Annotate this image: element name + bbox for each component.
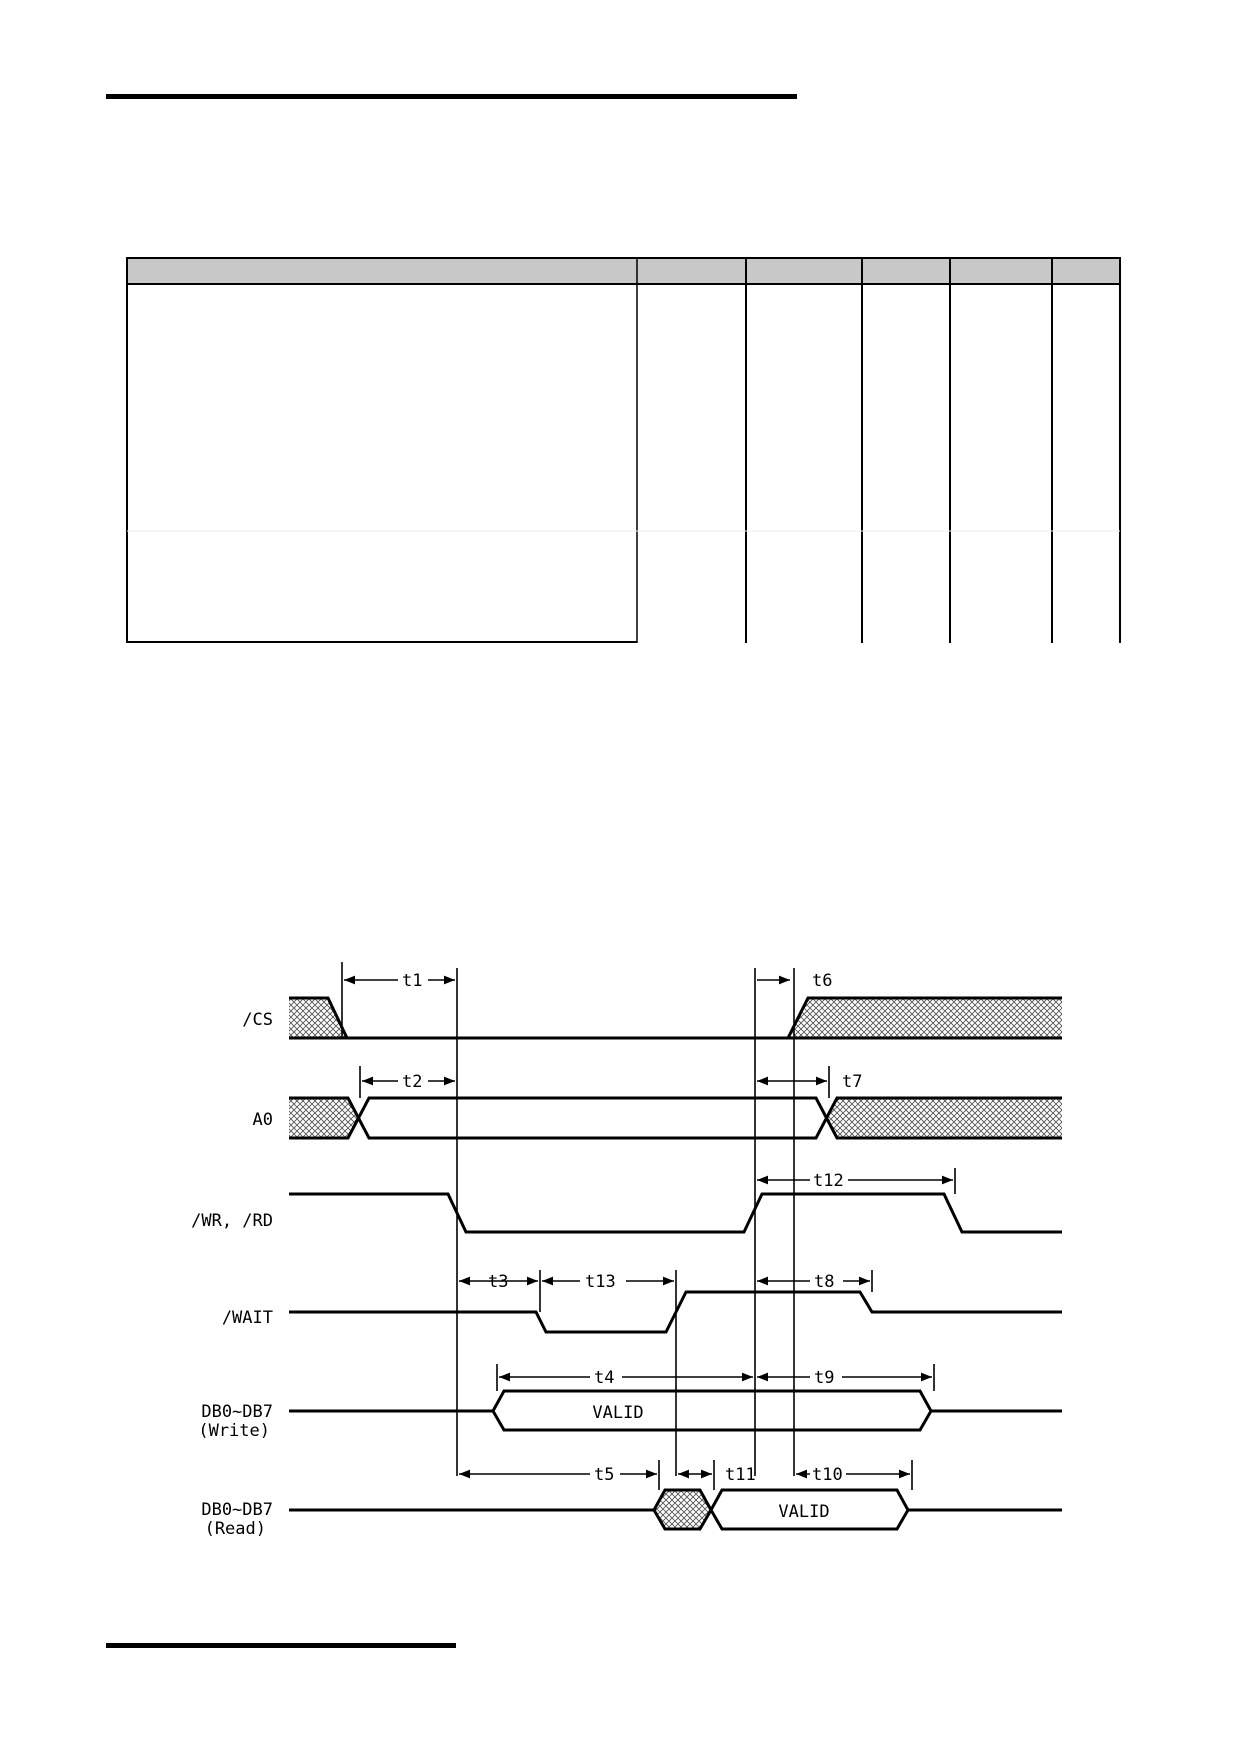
- spec-table-header: [126, 257, 1121, 285]
- timing-label-t4: t4: [594, 1368, 614, 1388]
- waveform-db-read: [289, 1488, 1062, 1531]
- valid-read-text: VALID: [778, 1502, 829, 1522]
- timing-label-t1: t1: [402, 971, 422, 991]
- top-rule: [106, 94, 797, 99]
- timing-label-t11: t11: [725, 1465, 756, 1485]
- waveform-a0: [289, 1096, 1062, 1140]
- waveform-wr-rd: [289, 1192, 1062, 1234]
- bottom-rule: [106, 1643, 456, 1648]
- label-db-write-sub: (Write): [198, 1421, 270, 1441]
- reference-lines: [341, 962, 956, 1490]
- label-wr-rd: /WR, /RD: [191, 1211, 273, 1231]
- label-db-write: DB0~DB7: [201, 1402, 273, 1422]
- label-wait: /WAIT: [222, 1308, 273, 1328]
- timing-label-t6: t6: [812, 971, 832, 991]
- timing-label-t7: t7: [842, 1072, 862, 1092]
- label-db-read-sub: (Read): [205, 1519, 266, 1539]
- timing-label-t13: t13: [585, 1272, 616, 1292]
- timing-label-t3: t3: [488, 1272, 508, 1292]
- timing-label-t12: t12: [813, 1171, 844, 1191]
- timing-label-t9: t9: [814, 1368, 834, 1388]
- spec-table: [126, 257, 1126, 647]
- label-db-read: DB0~DB7: [201, 1500, 273, 1520]
- timing-label-t10: t10: [812, 1465, 843, 1485]
- timing-label-t2: t2: [402, 1072, 422, 1092]
- label-cs: /CS: [242, 1010, 273, 1030]
- timing-label-t8: t8: [814, 1272, 834, 1292]
- spec-table-frame: [126, 257, 1121, 643]
- timing-label-t5: t5: [594, 1465, 614, 1485]
- label-a0: A0: [253, 1110, 273, 1130]
- waveform-db-write: [289, 1389, 1062, 1432]
- waveform-cs: [289, 996, 1062, 1040]
- dimension-arrows: [344, 975, 953, 1479]
- valid-write-text: VALID: [592, 1403, 643, 1423]
